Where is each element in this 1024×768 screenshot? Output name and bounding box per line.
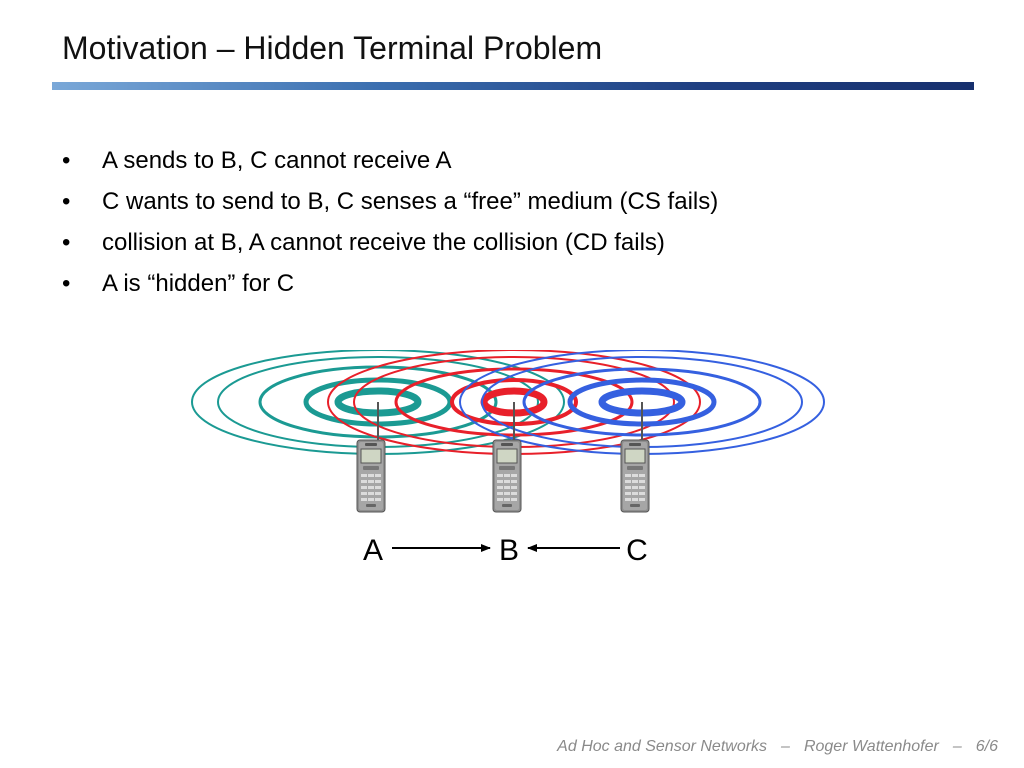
node-a-phone-icon: [356, 439, 386, 513]
node-c-label: C: [626, 534, 648, 567]
bullet-dot: •: [62, 270, 71, 297]
footer-page-number: 6/6: [975, 738, 998, 755]
hidden-terminal-diagram: A B C: [191, 350, 825, 567]
bullet-text: A is “hidden” for C: [102, 270, 295, 297]
bullet-item: • collision at B, A cannot receive the c…: [62, 222, 718, 263]
bullet-text: collision at B, A cannot receive the col…: [102, 229, 665, 256]
bullet-list: • A sends to B, C cannot receive A • C w…: [62, 140, 718, 304]
slide-title: Motivation – Hidden Terminal Problem: [62, 30, 603, 66]
bullet-dot: •: [62, 229, 71, 256]
footer-course: Ad Hoc and Sensor Networks: [557, 738, 768, 755]
node-b-label: B: [499, 534, 519, 567]
bullet-dot: •: [62, 188, 71, 215]
bullet-text: C wants to send to B, C senses a “free” …: [102, 188, 719, 215]
node-a-label: A: [363, 534, 383, 567]
node-c-phone-icon: [620, 439, 650, 513]
bullet-text: A sends to B, C cannot receive A: [102, 147, 452, 174]
node-b-phone-icon: [492, 439, 522, 513]
footer-separator: –: [781, 738, 790, 755]
slide-footer: Ad Hoc and Sensor Networks–Roger Wattenh…: [557, 738, 998, 756]
footer-separator: –: [952, 738, 962, 755]
bullet-item: • A is “hidden” for C: [62, 263, 718, 304]
bullet-item: • A sends to B, C cannot receive A: [62, 140, 718, 181]
title-divider: [52, 82, 974, 90]
bullet-item: • C wants to send to B, C senses a “free…: [62, 181, 718, 222]
bullet-dot: •: [62, 147, 71, 174]
footer-author: Roger Wattenhofer: [803, 738, 939, 755]
